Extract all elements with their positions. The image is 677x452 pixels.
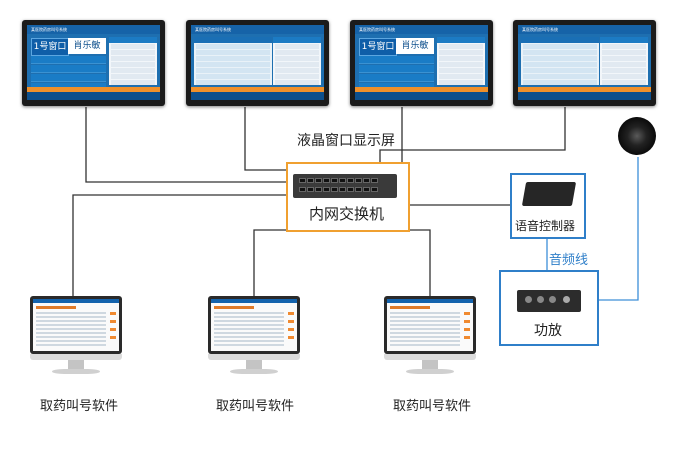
wire-lcd-3 xyxy=(397,107,403,164)
queue-table xyxy=(521,37,599,85)
waiting-panel xyxy=(600,37,648,85)
switch-label: 内网交换机 xyxy=(309,205,385,223)
wire-lcd-4 xyxy=(379,107,566,163)
lcd-screen-4: 某医院药房叫号系统 xyxy=(513,20,656,106)
lcd-header: 某医院药房叫号系统 xyxy=(27,25,160,34)
lcd-screen-3: 某医院药房叫号系统 1号窗口 肖乐敏 xyxy=(350,20,493,106)
wire-lcd-1 xyxy=(85,107,293,183)
window-number: 1号窗口 xyxy=(359,38,397,56)
software-label-2: 取药叫号软件 xyxy=(216,399,295,414)
audio-cable-label: 音频线 xyxy=(549,253,589,268)
pc-monitor-2 xyxy=(208,296,300,376)
voice-controller-icon xyxy=(521,182,577,206)
amplifier-icon xyxy=(517,290,581,312)
waiting-panel xyxy=(273,37,321,85)
amplifier-label: 功放 xyxy=(534,323,562,339)
lcd-header: 某医院药房叫号系统 xyxy=(191,25,324,34)
wire-pc-2 xyxy=(253,229,345,296)
speaker-icon xyxy=(618,117,656,155)
lcd-screen-2: 某医院药房叫号系统 xyxy=(186,20,329,106)
audio-wire-speaker xyxy=(597,157,639,301)
patient-name: 肖乐敏 xyxy=(396,38,434,54)
wire-lcd-2 xyxy=(244,107,293,171)
wire-pc-3 xyxy=(345,229,431,296)
wire-pc-1 xyxy=(72,194,293,296)
software-label-3: 取药叫号软件 xyxy=(393,399,472,414)
pc-monitor-3 xyxy=(384,296,476,376)
lcd-screen-1: 某医院药房叫号系统 1号窗口 肖乐敏 xyxy=(22,20,165,106)
patient-name: 肖乐敏 xyxy=(68,38,106,54)
voice-controller-label: 语音控制器 xyxy=(515,219,576,233)
network-switch-icon xyxy=(293,174,397,198)
lcd-display-label: 液晶窗口显示屏 xyxy=(297,133,395,149)
waiting-panel xyxy=(109,37,157,85)
lcd-header: 某医院药房叫号系统 xyxy=(355,25,488,34)
lcd-header: 某医院药房叫号系统 xyxy=(518,25,651,34)
software-label-1: 取药叫号软件 xyxy=(40,399,119,414)
queue-table xyxy=(194,37,272,85)
window-number: 1号窗口 xyxy=(31,38,69,56)
pc-monitor-1 xyxy=(30,296,122,376)
waiting-panel xyxy=(437,37,485,85)
